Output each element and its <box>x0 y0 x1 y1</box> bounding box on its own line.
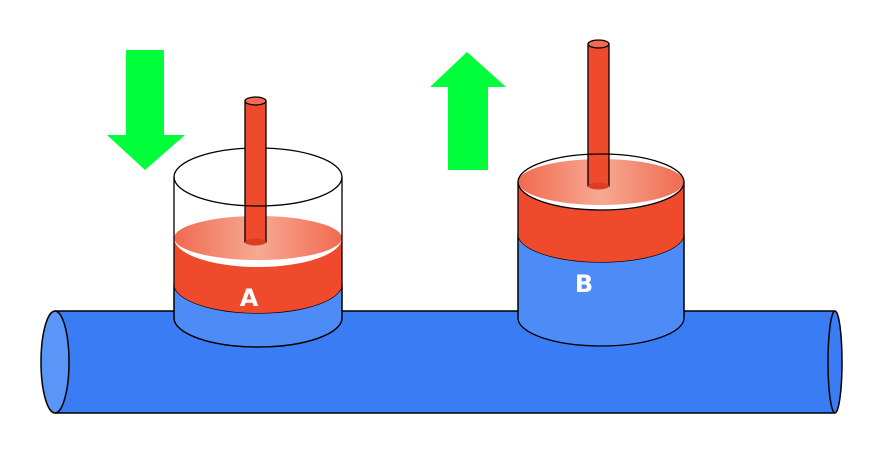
cylinder-a-rod <box>244 100 267 243</box>
cylinder-b-label: B <box>575 270 593 298</box>
pipe-left-opening <box>40 310 70 414</box>
cylinder-a: A <box>173 96 343 348</box>
arrow-up-icon <box>430 52 506 170</box>
arrow-down-icon <box>107 50 185 170</box>
pipe-body <box>55 311 835 413</box>
cylinder-a-label: A <box>240 284 259 312</box>
cylinder-b-rod <box>587 43 610 187</box>
cylinder-b: B <box>517 39 685 347</box>
pipe <box>40 310 843 414</box>
cylinder-b-piston <box>518 182 684 262</box>
pipe-right-end <box>827 310 843 414</box>
cylinder-a-piston <box>174 238 342 313</box>
